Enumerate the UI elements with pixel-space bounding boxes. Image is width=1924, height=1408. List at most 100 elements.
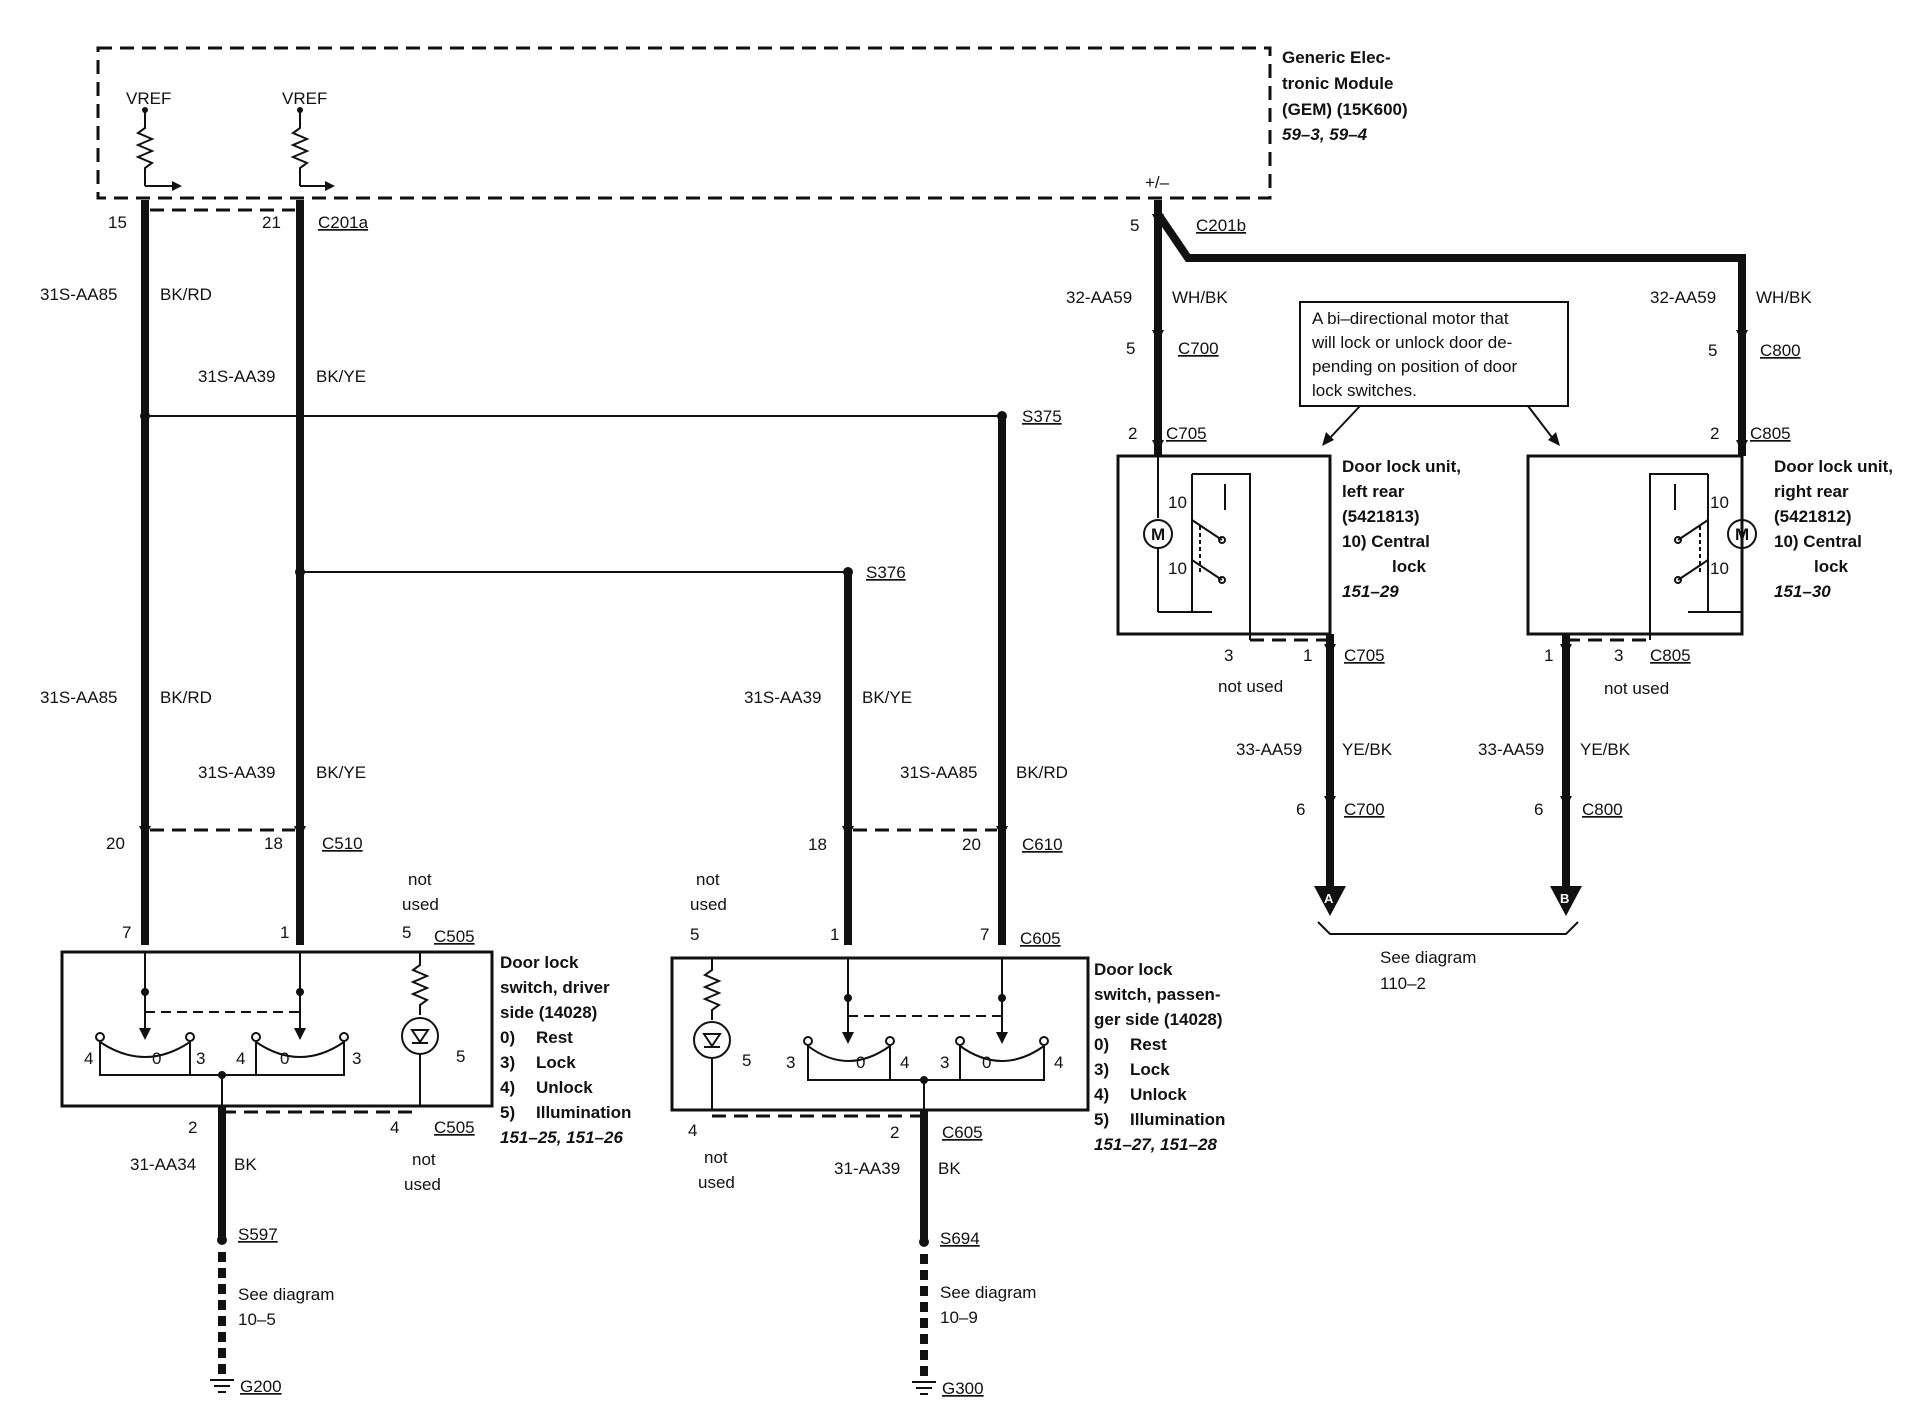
gem-module-box [96,46,1272,200]
driver-switch-not-used-top-1: not [408,870,432,889]
gem-pin-5: 5 [1130,216,1139,235]
driver-switch-wiper-left [139,1028,151,1040]
passenger-contact-3-right [955,1036,965,1046]
left-rear-pin-1: 1 [1303,646,1312,665]
passenger-color-39: BK/YE [862,688,912,707]
driver-ground-circuit: 31-AA34 [130,1155,196,1174]
driver-contact-label-5: 3 [352,1049,361,1068]
driver-switch-bus-links [189,1041,257,1075]
passenger-pos-3-num: 3) [1094,1060,1109,1079]
driver-switch-title-1: Door lock [500,953,579,972]
driver-pos-0-text: Rest [536,1028,573,1047]
left-rear-title-5: lock [1392,557,1427,576]
driver-lamp-diode [410,1029,430,1044]
c705-pin-arrow-top [1152,440,1164,452]
driver-pos-5-text: Illumination [536,1103,631,1122]
passenger-circuit-39: 31S-AA39 [744,688,822,707]
driver-see-diagram-1: See diagram [238,1285,334,1304]
passenger-contact-label-1: 0 [856,1053,865,1072]
gem-vref-right: VREF [282,89,327,108]
right-rear-contact-top [1674,536,1682,544]
passenger-contact-4-right [1039,1036,1049,1046]
passenger-switch-arc-left [807,1045,891,1062]
motor-note-box [1299,301,1569,407]
off-page-arrow-b-icon [1550,886,1582,916]
right-rear-color-bottom: YE/BK [1580,740,1631,759]
driver-switch-pages: 151–25, 151–26 [500,1128,623,1147]
driver-circuit-85-mid: 31S-AA85 [40,688,118,707]
passenger-pos-4-text: Unlock [1130,1085,1187,1104]
driver-harness: 31S-AA85 BK/RD 31S-AA39 BK/YE 31S-AA85 B… [40,200,1002,945]
left-rear-motor-label: M [1151,525,1165,544]
passenger-switch-connector-c605-bottom: C605 [942,1123,983,1142]
splice-s375: S375 [1022,407,1062,426]
splice-s376-dot [843,567,853,577]
right-rear-title-1: Door lock unit, [1774,457,1893,476]
passenger-contact-label-5: 4 [1054,1053,1063,1072]
motor-note-pointer-right [1527,405,1555,441]
left-rear-title-4: 10) Central [1342,532,1430,551]
c510-pin-18: 18 [264,834,283,853]
splice-dot-85 [140,411,150,421]
c510-pin-20: 20 [106,834,125,853]
right-rear-feedback-loop [1649,473,1708,640]
splice-s597: S597 [238,1225,278,1244]
right-rear-pages: 151–30 [1774,582,1831,601]
gem-pin-15: 15 [108,213,127,232]
passenger-switch-not-used-bottom-1: not [704,1148,728,1167]
driver-contact-label-3: 4 [236,1049,245,1068]
driver-color-39-mid: BK/YE [316,763,366,782]
driver-switch-connector-c505-bottom: C505 [434,1118,475,1137]
passenger-switch-bus-links [889,1045,961,1080]
passenger-contact-label-4: 0 [982,1053,991,1072]
see-diagram-bracket: See diagram 110–2 [1317,921,1579,993]
driver-illumination-lamp-icon [401,1017,439,1055]
driver-switch-not-used-bottom-2: used [404,1175,441,1194]
passenger-switch-title-3: ger side (14028) [1094,1010,1223,1029]
gem-pages: 59–3, 59–4 [1282,125,1368,144]
right-rear-door-lock-unit: 32-AA59 WH/BK 5 C800 2 C805 M 10 10 Door… [1478,288,1893,916]
left-rear-pos-bottom: 10 [1168,559,1187,578]
driver-switch-not-used-top-2: used [402,895,439,914]
passenger-pos-3-text: Lock [1130,1060,1170,1079]
motor-note-callout: A bi–directional motor that will lock or… [1299,301,1569,446]
motor-note-line1: A bi–directional motor that [1312,309,1509,328]
driver-door-lock-switch: 7 1 5 C505 not used 4 0 3 4 0 3 [60,870,631,1396]
c610-connector: C610 [1022,835,1063,854]
see-diagram-ab-1: See diagram [1380,948,1476,967]
c805-connector-bottom: C805 [1650,646,1691,665]
right-rear-pos-bottom: 10 [1710,559,1729,578]
motor-note-line4: lock switches. [1312,381,1417,400]
c805-connector-top: C805 [1750,424,1791,443]
motor-note-line3: pending on position of door [1312,357,1517,376]
driver-switch-node-left [141,988,149,996]
passenger-switch-not-used-top-2: used [690,895,727,914]
driver-contact-label-1: 0 [152,1049,161,1068]
off-page-arrow-a-label: A [1324,891,1334,906]
c800-pin-arrow [1736,330,1748,342]
driver-switch-title-2: switch, driver [500,978,610,997]
right-rear-pos-top: 10 [1710,493,1729,512]
c705-connector-top: C705 [1166,424,1207,443]
splice-s375-dot [997,411,1007,421]
driver-pos-3-num: 3) [500,1053,515,1072]
passenger-lamp-pin-5: 5 [742,1051,751,1070]
splice-s597-dot [217,1235,227,1245]
c805-pin-arrow-top [1736,440,1748,452]
passenger-switch-box [670,956,1090,1112]
driver-switch-title-3: side (14028) [500,1003,597,1022]
left-rear-unit-box [1116,454,1332,636]
driver-switch-connector-c505-top: C505 [434,927,475,946]
gem-pin-21: 21 [262,213,281,232]
passenger-switch-not-used-top-1: not [696,870,720,889]
left-rear-title-2: left rear [1342,482,1405,501]
motor-note-arrow-left [1322,432,1334,446]
motor-note-arrow-right [1548,432,1560,446]
left-rear-feedback-loop [1192,473,1251,640]
driver-lamp-pin-5: 5 [456,1047,465,1066]
passenger-switch-wiper-right [996,1032,1008,1044]
passenger-lamp-resistor [702,958,722,1020]
c700-bottom-pin-6: 6 [1296,800,1305,819]
gem-title-line3: (GEM) (15K600) [1282,100,1408,119]
